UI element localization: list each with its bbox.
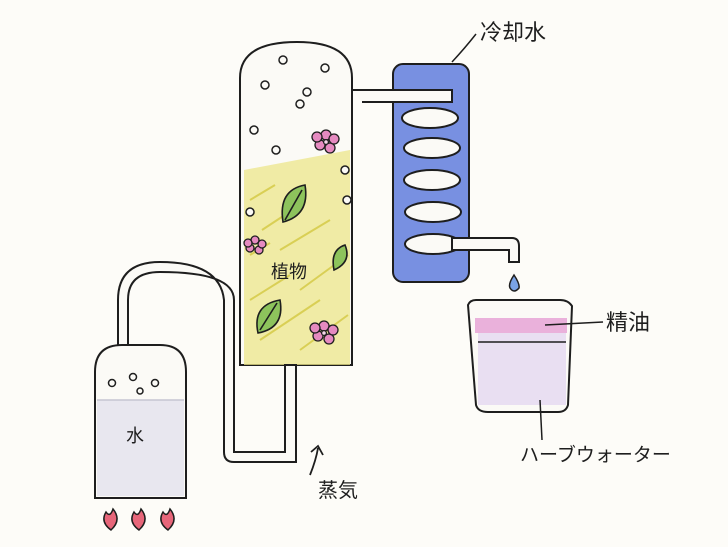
flame-icon (103, 507, 175, 531)
boiler-water (97, 400, 184, 496)
essential-oil-layer (475, 318, 567, 333)
flower-icon (311, 129, 340, 154)
herb-water-label: ハーブウォーター (520, 443, 671, 466)
steam-label: 蒸気 (318, 478, 358, 502)
herbwater-leader (539, 399, 543, 441)
steam-pipe (117, 260, 297, 463)
coolant-label: 冷却水 (480, 21, 546, 46)
boiler-bubbles (107, 372, 160, 395)
droplet (508, 273, 520, 292)
leaf-icon (332, 244, 348, 272)
vapour-pipe (352, 89, 453, 103)
essential-oil-label: 精油 (606, 311, 650, 336)
oil-leader (544, 321, 604, 326)
steam-arrow (309, 444, 324, 476)
condenser-coil (401, 107, 462, 255)
column-bubbles (245, 55, 352, 217)
leaf-icon (281, 184, 307, 223)
plants-label: 植物 (271, 262, 307, 283)
flower-icon (243, 235, 267, 255)
flower-icon (309, 320, 339, 345)
outlet-spout (451, 237, 520, 263)
leaf-icon (256, 299, 282, 334)
water-label: 水 (126, 426, 144, 447)
coolant-leader (451, 33, 477, 63)
herb-water-layer (478, 333, 566, 405)
